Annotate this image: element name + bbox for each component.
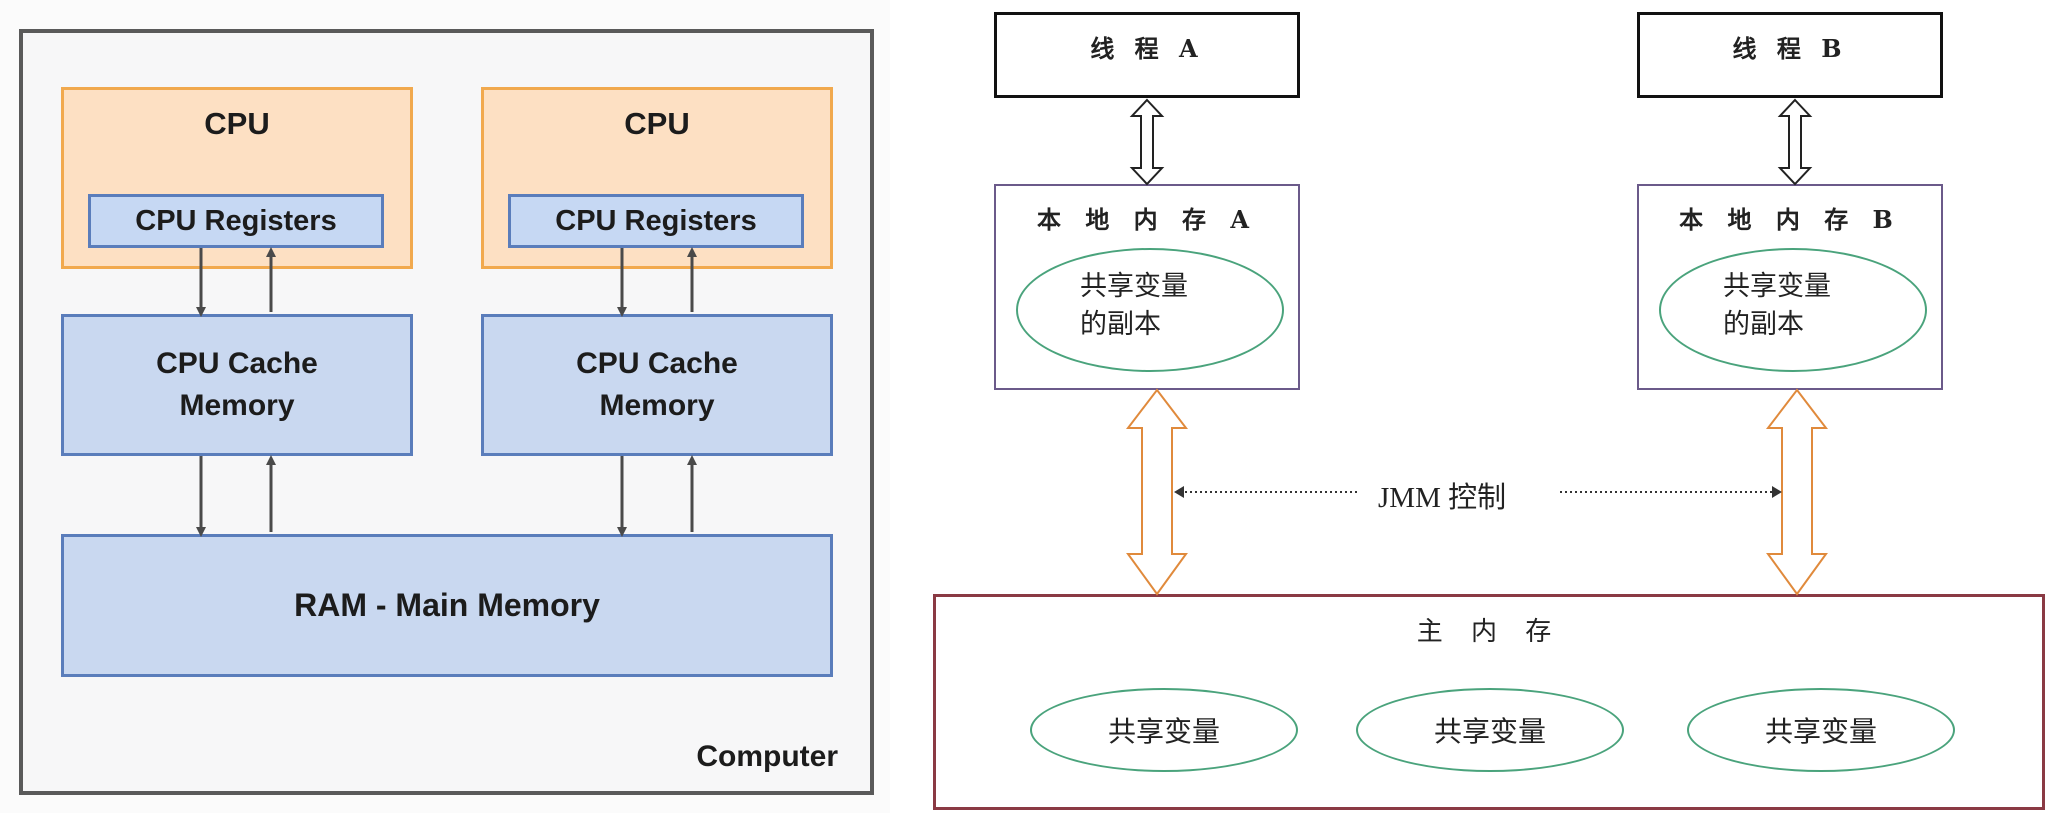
cache-label-line-1: CPU Cache [156, 347, 318, 380]
cpu-registers-box: CPU Registers [88, 194, 384, 248]
cpu-box-1: CPU CPU Registers [61, 87, 413, 269]
local-memory-b-title: 本 地 内 存 B [1679, 205, 1901, 234]
arrowhead-left-icon [1174, 486, 1184, 498]
shared-variable-copy-a: 共享变量 的副本 [1016, 248, 1284, 372]
double-arrow-thread-b-icon [1777, 98, 1813, 186]
cpu-box-2: CPU CPU Registers [481, 87, 833, 269]
cpu-registers-box: CPU Registers [508, 194, 804, 248]
double-arrow-sync-a-icon [1125, 388, 1189, 596]
ram-main-memory-box: RAM - Main Memory [61, 534, 833, 677]
double-arrow-thread-a-icon [1129, 98, 1165, 186]
cpu-cache-box-2: CPU Cache Memory [481, 314, 833, 456]
copy-line-1: 共享变量 [1080, 271, 1188, 302]
shared-variable-3: 共享变量 [1687, 688, 1955, 772]
arrowhead-right-icon [1772, 486, 1782, 498]
cpu-cache-box-1: CPU Cache Memory [61, 314, 413, 456]
main-memory-box: 主 内 存 共享变量 共享变量 共享变量 [933, 594, 2045, 810]
local-memory-b-box: 本 地 内 存 B 共享变量 的副本 [1637, 184, 1943, 390]
cache-label-line-2: Memory [599, 389, 715, 422]
jmm-control-label: JMM 控制 [1378, 482, 1507, 514]
cpu-title: CPU [624, 106, 690, 141]
computer-label: Computer [696, 740, 838, 773]
shared-variable-2: 共享变量 [1356, 688, 1624, 772]
local-memory-a-title: 本 地 内 存 A [1036, 205, 1258, 234]
main-memory-title: 主 内 存 [1416, 617, 1562, 647]
hardware-arrows [196, 247, 697, 537]
thread-b-box: 线 程 B [1637, 12, 1943, 98]
shared-variable-copy-b: 共享变量 的副本 [1659, 248, 1927, 372]
thread-a-box: 线 程 A [994, 12, 1300, 98]
shared-variable-1: 共享变量 [1030, 688, 1298, 772]
cpu-title: CPU [204, 106, 270, 141]
copy-line-1: 共享变量 [1723, 271, 1831, 302]
local-memory-a-box: 本 地 内 存 A 共享变量 的副本 [994, 184, 1300, 390]
cache-label-line-1: CPU Cache [576, 347, 738, 380]
double-arrow-sync-b-icon [1765, 388, 1829, 596]
cache-label-line-2: Memory [179, 389, 295, 422]
copy-line-2: 的副本 [1723, 309, 1804, 340]
hardware-memory-panel: CPU CPU Registers CPU Cache Memory CPU C… [0, 0, 890, 813]
copy-line-2: 的副本 [1080, 309, 1161, 340]
